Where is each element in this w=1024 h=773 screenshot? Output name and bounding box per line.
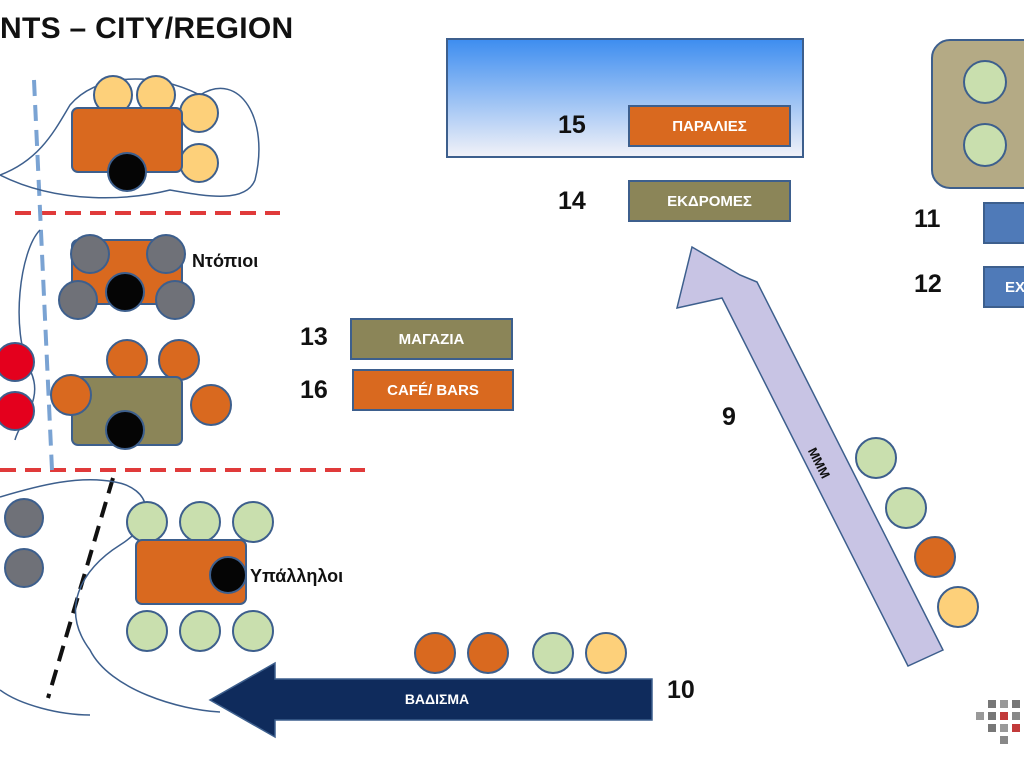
- person-dot: [532, 632, 574, 674]
- person-dot: [126, 610, 168, 652]
- excursions-number: 14: [558, 187, 586, 215]
- person-dot: [4, 498, 44, 538]
- person-dot: [146, 234, 186, 274]
- box11-number: 11: [914, 205, 941, 233]
- mmm-number: 9: [722, 403, 736, 431]
- beaches-box: ΠΑΡΑΛΙΕΣ: [628, 105, 791, 147]
- person-dot: [4, 548, 44, 588]
- shops-number: 13: [300, 323, 328, 351]
- person-dot: [126, 501, 168, 543]
- group-outline: [0, 479, 221, 716]
- logo-icon: [976, 700, 1020, 744]
- person-dot: [105, 410, 145, 450]
- person-dot: [0, 391, 35, 431]
- person-dot: [963, 123, 1007, 167]
- box12-number: 12: [914, 270, 942, 298]
- excursions-box: ΕΚΔΡΟΜΕΣ: [628, 180, 791, 222]
- page-title: NTS – CITY/REGION: [0, 12, 294, 45]
- person-dot: [105, 272, 145, 312]
- person-dot: [179, 610, 221, 652]
- person-dot: [106, 339, 148, 381]
- person-dot: [50, 374, 92, 416]
- group-outline: [0, 78, 260, 199]
- cafes-number: 16: [300, 376, 328, 404]
- person-dot: [179, 93, 219, 133]
- person-dot: [232, 610, 274, 652]
- beaches-number: 15: [558, 111, 586, 139]
- person-dot: [107, 152, 147, 192]
- person-dot: [914, 536, 956, 578]
- person-dot: [232, 501, 274, 543]
- person-dot: [0, 342, 35, 382]
- person-dot: [58, 280, 98, 320]
- walking-arrow-label: ΒΑΔΙΣΜΑ: [405, 691, 469, 707]
- walking-number: 10: [667, 676, 695, 704]
- person-dot: [179, 501, 221, 543]
- boundary-line: [32, 79, 54, 471]
- cafes-box: CAFÉ/ BARS: [352, 369, 514, 411]
- person-dot: [937, 586, 979, 628]
- walking-arrow: [208, 661, 653, 739]
- public-transport-arrow: [675, 245, 945, 667]
- person-dot: [179, 143, 219, 183]
- person-dot: [158, 339, 200, 381]
- box11-box: [983, 202, 1024, 244]
- person-dot: [209, 556, 247, 594]
- shops-box: ΜΑΓΑΖΙΑ: [350, 318, 513, 360]
- person-dot: [414, 632, 456, 674]
- person-dot: [155, 280, 195, 320]
- person-dot: [467, 632, 509, 674]
- locals-label: Ντόπιοι: [192, 251, 259, 271]
- person-dot: [963, 60, 1007, 104]
- person-dot: [70, 234, 110, 274]
- person-dot: [585, 632, 627, 674]
- person-dot: [855, 437, 897, 479]
- box12-box: ΕΧ: [983, 266, 1024, 308]
- employees-label: Υπάλληλοι: [250, 566, 344, 586]
- person-dot: [190, 384, 232, 426]
- person-dot: [885, 487, 927, 529]
